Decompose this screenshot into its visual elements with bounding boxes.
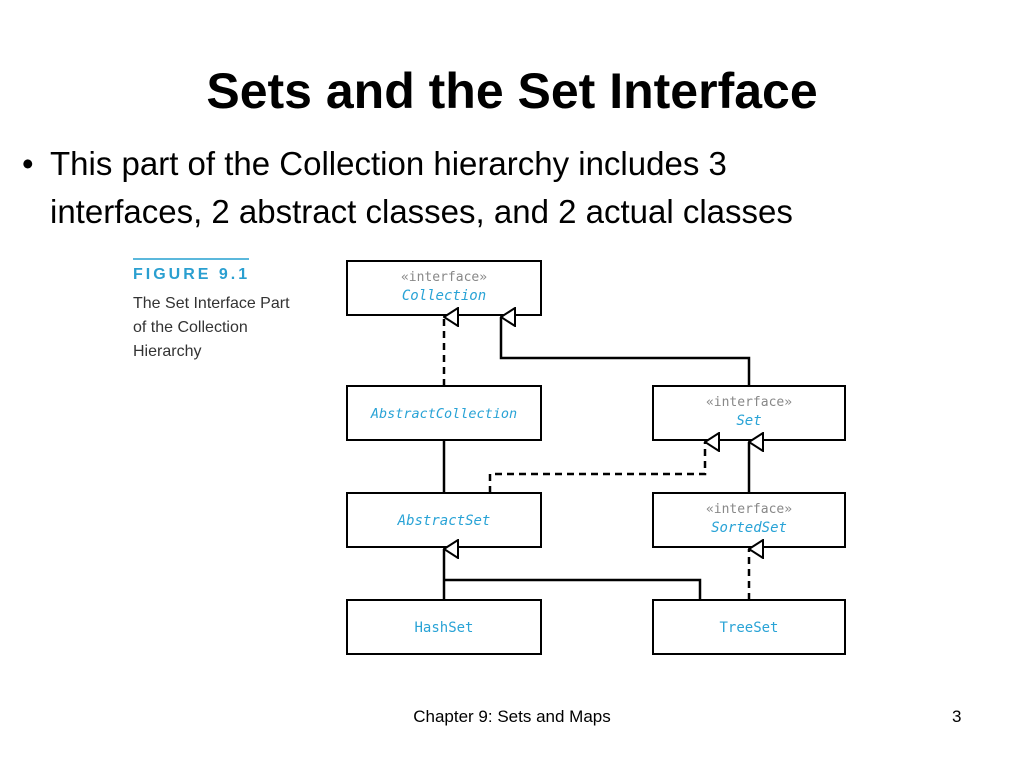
page-number: 3 [952, 707, 962, 726]
edge-set-collection [499, 317, 751, 386]
node-abstract-set: AbstractSet [346, 492, 542, 548]
stereotype-label: «interface» [401, 270, 487, 285]
figure-description: The Set Interface Part of the Collection… [133, 292, 333, 364]
node-name: AbstractSet [397, 513, 491, 529]
caption-line: Hierarchy [133, 343, 202, 360]
node-sorted-set: «interface» SortedSet [652, 492, 846, 548]
edge-treeset-abstractset [444, 578, 702, 600]
bullet-marker: • [22, 145, 34, 182]
node-collection: «interface» Collection [346, 260, 542, 316]
node-tree-set: TreeSet [652, 599, 846, 655]
node-name: TreeSet [719, 620, 778, 636]
stereotype-label: «interface» [706, 502, 792, 517]
slide-title: Sets and the Set Interface [206, 63, 818, 119]
node-name: Collection [402, 288, 486, 304]
edge-abstractset-set [488, 442, 705, 493]
node-set: «interface» Set [652, 385, 846, 441]
node-name: HashSet [414, 620, 473, 636]
figure-label: FIGURE 9.1 [133, 266, 251, 283]
caption-line: of the Collection [133, 319, 248, 336]
footer-chapter: Chapter 9: Sets and Maps [413, 707, 611, 726]
node-name: Set [736, 413, 761, 429]
node-name: SortedSet [711, 520, 787, 536]
node-abstract-collection: AbstractCollection [346, 385, 542, 441]
node-hash-set: HashSet [346, 599, 542, 655]
bullet-line: interfaces, 2 abstract classes, and 2 ac… [50, 193, 793, 230]
figure-rule [133, 258, 249, 260]
bullet-text: This part of the Collection hierarchy in… [50, 140, 1000, 236]
stereotype-label: «interface» [706, 395, 792, 410]
caption-line: The Set Interface Part [133, 295, 290, 312]
bullet-line: This part of the Collection hierarchy in… [50, 145, 727, 182]
node-name: AbstractCollection [370, 406, 517, 422]
